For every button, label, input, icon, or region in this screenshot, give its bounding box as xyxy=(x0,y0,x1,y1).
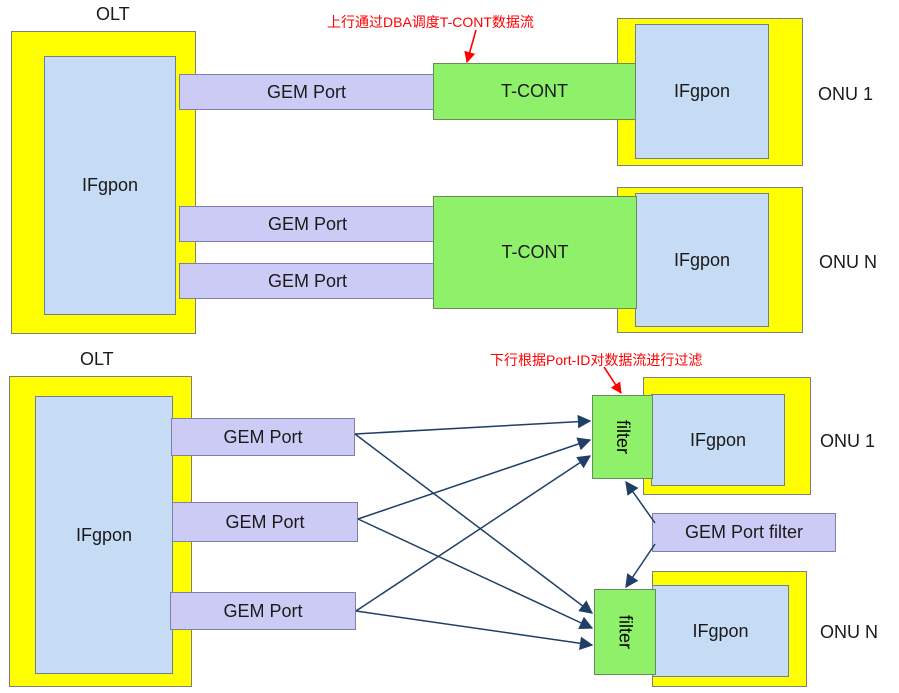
top-olt-title: OLT xyxy=(96,4,130,24)
bottom-gem-port-1: GEM Port xyxy=(171,418,355,456)
arrow-gem3-to-filtern xyxy=(355,610,594,650)
top-gem-port-2: GEM Port xyxy=(179,206,436,242)
gem-port-filter-box: GEM Port filter xyxy=(652,513,836,552)
arrow-gem1-to-filtern xyxy=(354,433,594,614)
top-onun-label: ONU N xyxy=(819,252,877,272)
top-gem-port-1: GEM Port xyxy=(179,74,434,110)
bottom-onun-ifgpon: IFgpon xyxy=(652,585,789,677)
bottom-downstream-note: 下行根据Port-ID对数据流进行过滤 xyxy=(490,352,703,368)
top-note-pointer xyxy=(464,29,477,64)
arrow-gem2-to-filter1 xyxy=(357,437,592,520)
top-upstream-note: 上行通过DBA调度T-CONT数据流 xyxy=(327,14,534,30)
arrow-gem3-to-filter1 xyxy=(355,455,592,612)
top-tcont-n: T-CONT xyxy=(433,196,637,309)
bottom-onu1-ifgpon: IFgpon xyxy=(651,394,785,486)
bottom-note-pointer xyxy=(603,366,622,394)
bottom-gem-port-2: GEM Port xyxy=(172,502,358,542)
top-onu1-label: ONU 1 xyxy=(818,84,874,104)
top-olt-ifgpon: IFgpon xyxy=(44,56,176,315)
bottom-olt-title: OLT xyxy=(80,349,114,369)
bottom-onun-label: ONU N xyxy=(820,622,878,642)
bottom-gem-port-3: GEM Port xyxy=(170,592,356,630)
top-onun-ifgpon: IFgpon xyxy=(635,193,769,327)
top-tcont-1: T-CONT xyxy=(433,63,636,120)
bottom-filter-1: filter xyxy=(592,395,653,479)
bottom-filter-n: filter xyxy=(594,589,656,675)
arrow-gem1-to-filter1 xyxy=(354,414,592,435)
top-gem-port-3: GEM Port xyxy=(179,263,436,299)
top-onu1-ifgpon: IFgpon xyxy=(635,24,769,159)
arrow-gemfilter-to-filtern xyxy=(625,543,656,589)
bottom-filter-n-label: filter xyxy=(615,614,636,649)
bottom-onu1-label: ONU 1 xyxy=(820,431,876,451)
arrow-gem2-to-filtern xyxy=(357,518,594,629)
bottom-olt-ifgpon: IFgpon xyxy=(35,396,173,674)
bottom-filter-1-label: filter xyxy=(613,419,633,454)
